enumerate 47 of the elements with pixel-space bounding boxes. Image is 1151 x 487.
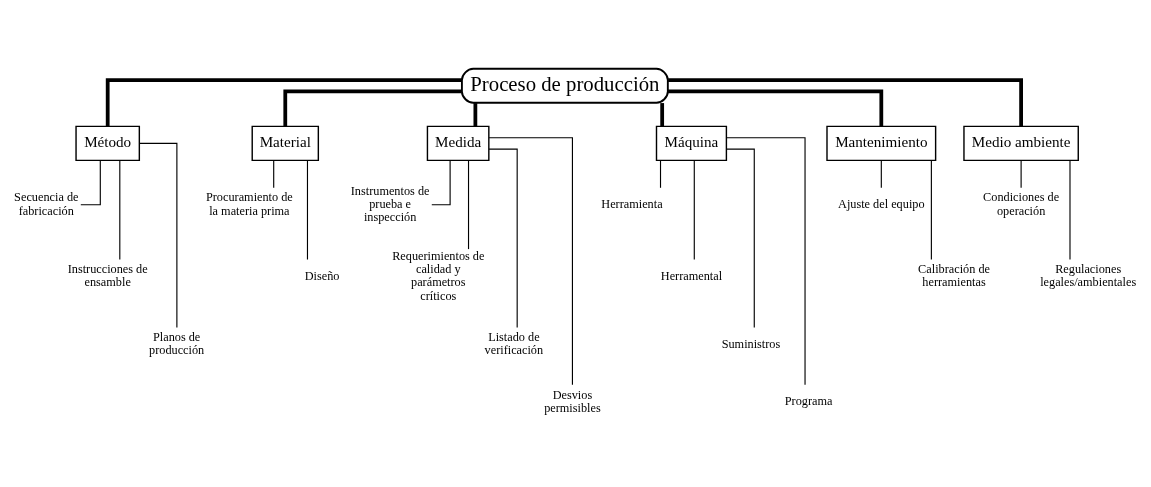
connector [930,159,932,260]
node-text: Desvios permisibles [544,387,601,415]
connector [467,159,470,250]
connector [668,89,884,126]
node-text: Herramienta [601,196,663,211]
node-text: Planos de producción [149,329,205,357]
connector [105,77,462,126]
connector [488,148,518,328]
connector [488,136,573,385]
node-box: Mantenimiento [826,125,937,161]
connector [880,159,882,188]
node-text: Secuencia de fabricación [14,189,79,218]
connector [668,77,1023,126]
connector [473,102,478,126]
connector [693,159,695,260]
node-text: Programa [784,393,833,408]
node-text: Regulaciones legales/ambientales [1040,261,1137,289]
connector [660,102,665,126]
node-box: Proceso de producción [460,67,669,104]
connector [273,159,275,188]
node-text: Herramental [660,268,723,283]
node-text: Diseño [304,268,340,283]
node-box: Máquina [655,125,728,161]
connector [138,142,178,328]
node-text: Instrucciones de ensamble [67,261,148,289]
connector [1020,159,1022,188]
node-text: Condiciones de operación [983,189,1060,218]
node-text: Procuramiento de la materia prima [205,189,293,218]
connector [725,148,755,328]
connector [306,159,309,260]
connector [119,159,121,260]
node-text: Calibración de herramientas [918,261,990,289]
connector [725,136,806,385]
node-text: Requerimientos de calidad y parámetros críticos [392,248,485,303]
node-text: Ajuste del equipo [838,196,925,211]
connector [283,89,462,126]
connector [431,159,451,205]
node-text: Listado de verificación [484,329,544,357]
node-box: Medio ambiente [963,125,1079,161]
connector [659,159,662,188]
node-text: Instrumentos de prueba e inspección [350,183,430,224]
node-box: Método [75,125,141,161]
connector [1069,159,1071,260]
node-box: Medida [426,125,490,161]
connector [80,159,101,205]
node-box: Material [251,125,320,161]
node-text: Suministros [721,336,781,351]
